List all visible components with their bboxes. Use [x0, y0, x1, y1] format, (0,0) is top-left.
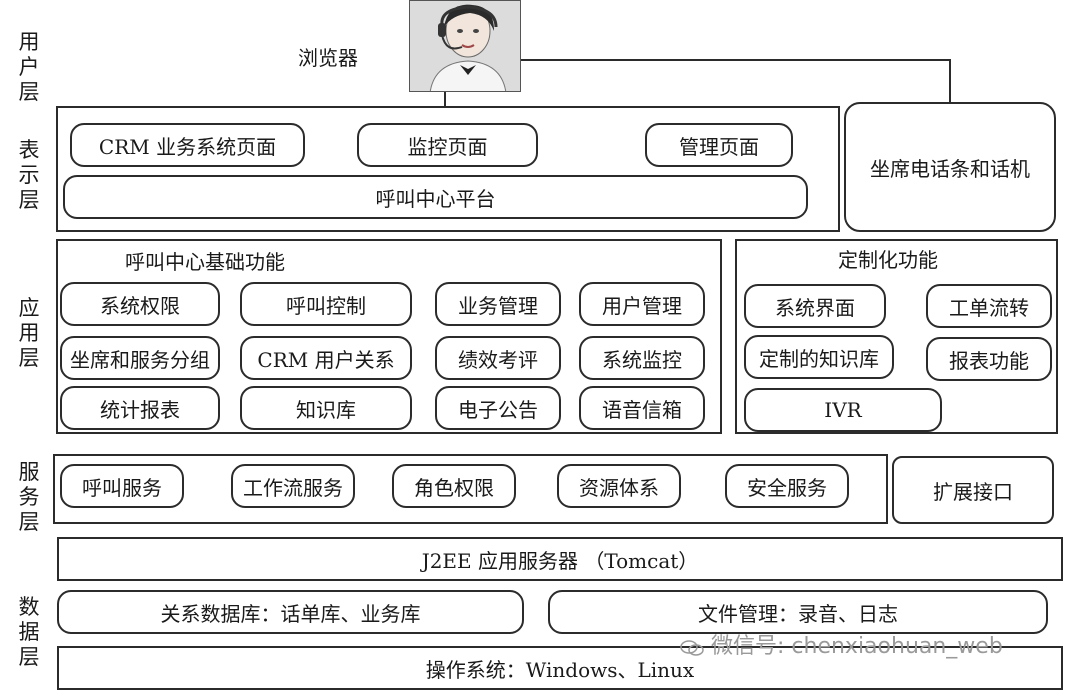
- function-item: 用户管理: [579, 282, 705, 326]
- function-item: 坐席和服务分组: [60, 336, 220, 380]
- function-item: 绩效考评: [435, 336, 561, 380]
- call-center-platform-box: 呼叫中心平台: [63, 175, 808, 219]
- app-server-bar: J2EE 应用服务器 （Tomcat）: [57, 537, 1063, 581]
- watermark-text: 微信号: chenxiaohuan_web: [711, 634, 1003, 659]
- layer-label-application: 应用层: [18, 296, 40, 370]
- admin-page-box: 管理页面: [645, 123, 793, 167]
- custom-function-item: 定制的知识库: [744, 335, 894, 379]
- phone-connector-line: [520, 59, 951, 102]
- service-item: 呼叫服务: [60, 464, 184, 508]
- layer-label-service: 服务层: [18, 460, 40, 534]
- custom-functions-title: 定制化功能: [838, 248, 938, 272]
- service-item: 工作流服务: [231, 464, 355, 508]
- function-item: 知识库: [240, 386, 412, 430]
- headset-operator-icon: [410, 1, 520, 91]
- extension-interface-box: 扩展接口: [892, 456, 1054, 524]
- monitor-page-box: 监控页面: [357, 123, 538, 167]
- wechat-icon: [680, 638, 704, 656]
- crm-page-box: CRM 业务系统页面: [70, 123, 305, 167]
- custom-function-item: 工单流转: [926, 284, 1052, 328]
- operator-photo: [409, 0, 521, 92]
- function-item: 系统监控: [579, 336, 705, 380]
- wechat-watermark: 微信号: chenxiaohuan_web: [680, 628, 1003, 660]
- browser-label: 浏览器: [298, 46, 358, 70]
- file-management-box: 文件管理：录音、日志: [548, 590, 1048, 634]
- function-item: 统计报表: [60, 386, 220, 430]
- layer-label-presentation: 表示层: [18, 138, 40, 212]
- service-item: 角色权限: [392, 464, 516, 508]
- layer-label-user: 用户层: [18, 30, 40, 104]
- function-item: 业务管理: [435, 282, 561, 326]
- custom-function-item: 系统界面: [744, 284, 886, 328]
- function-item: 语音信箱: [579, 386, 705, 430]
- function-item: 呼叫控制: [240, 282, 412, 326]
- layer-label-data: 数据层: [18, 595, 40, 669]
- agent-phone-box: 坐席电话条和话机: [844, 102, 1056, 232]
- custom-function-item: 报表功能: [926, 337, 1052, 381]
- function-item: 电子公告: [435, 386, 561, 430]
- operating-system-bar: 操作系统：Windows、Linux: [57, 646, 1063, 690]
- custom-function-item: IVR: [744, 388, 942, 432]
- service-item: 安全服务: [725, 464, 849, 508]
- function-item: 系统权限: [60, 282, 220, 326]
- relational-db-box: 关系数据库：话单库、业务库: [57, 590, 524, 634]
- service-item: 资源体系: [557, 464, 681, 508]
- function-item: CRM 用户关系: [240, 336, 412, 380]
- basic-functions-title: 呼叫中心基础功能: [125, 250, 285, 274]
